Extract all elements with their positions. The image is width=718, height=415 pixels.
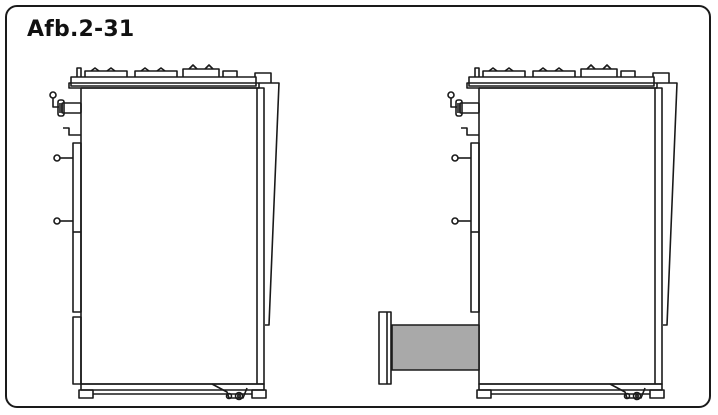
open-drawer <box>378 311 480 385</box>
hook <box>63 127 81 136</box>
technical-drawing <box>49 64 678 401</box>
hook-right <box>461 127 479 136</box>
upper-door-right <box>451 142 480 313</box>
base-feet <box>78 383 267 399</box>
stove-drawer-open <box>378 64 678 401</box>
figure-label: Afb.2-31 <box>27 17 135 42</box>
stove-body-right <box>478 87 663 385</box>
base-feet-right <box>476 383 665 399</box>
leveling-foot <box>211 383 248 401</box>
stove-body <box>80 87 265 385</box>
leveling-foot-right <box>609 383 646 401</box>
lower-door <box>72 316 82 385</box>
back-panel-right <box>657 82 678 326</box>
figure-frame: Afb.2-31 <box>5 5 711 408</box>
control-knob-right <box>447 91 480 117</box>
control-knob <box>49 91 82 117</box>
hob-top <box>68 64 272 89</box>
back-panel <box>259 82 280 326</box>
stove-drawer-closed <box>49 64 280 401</box>
upper-door <box>53 142 82 313</box>
hob-top-right <box>466 64 670 89</box>
